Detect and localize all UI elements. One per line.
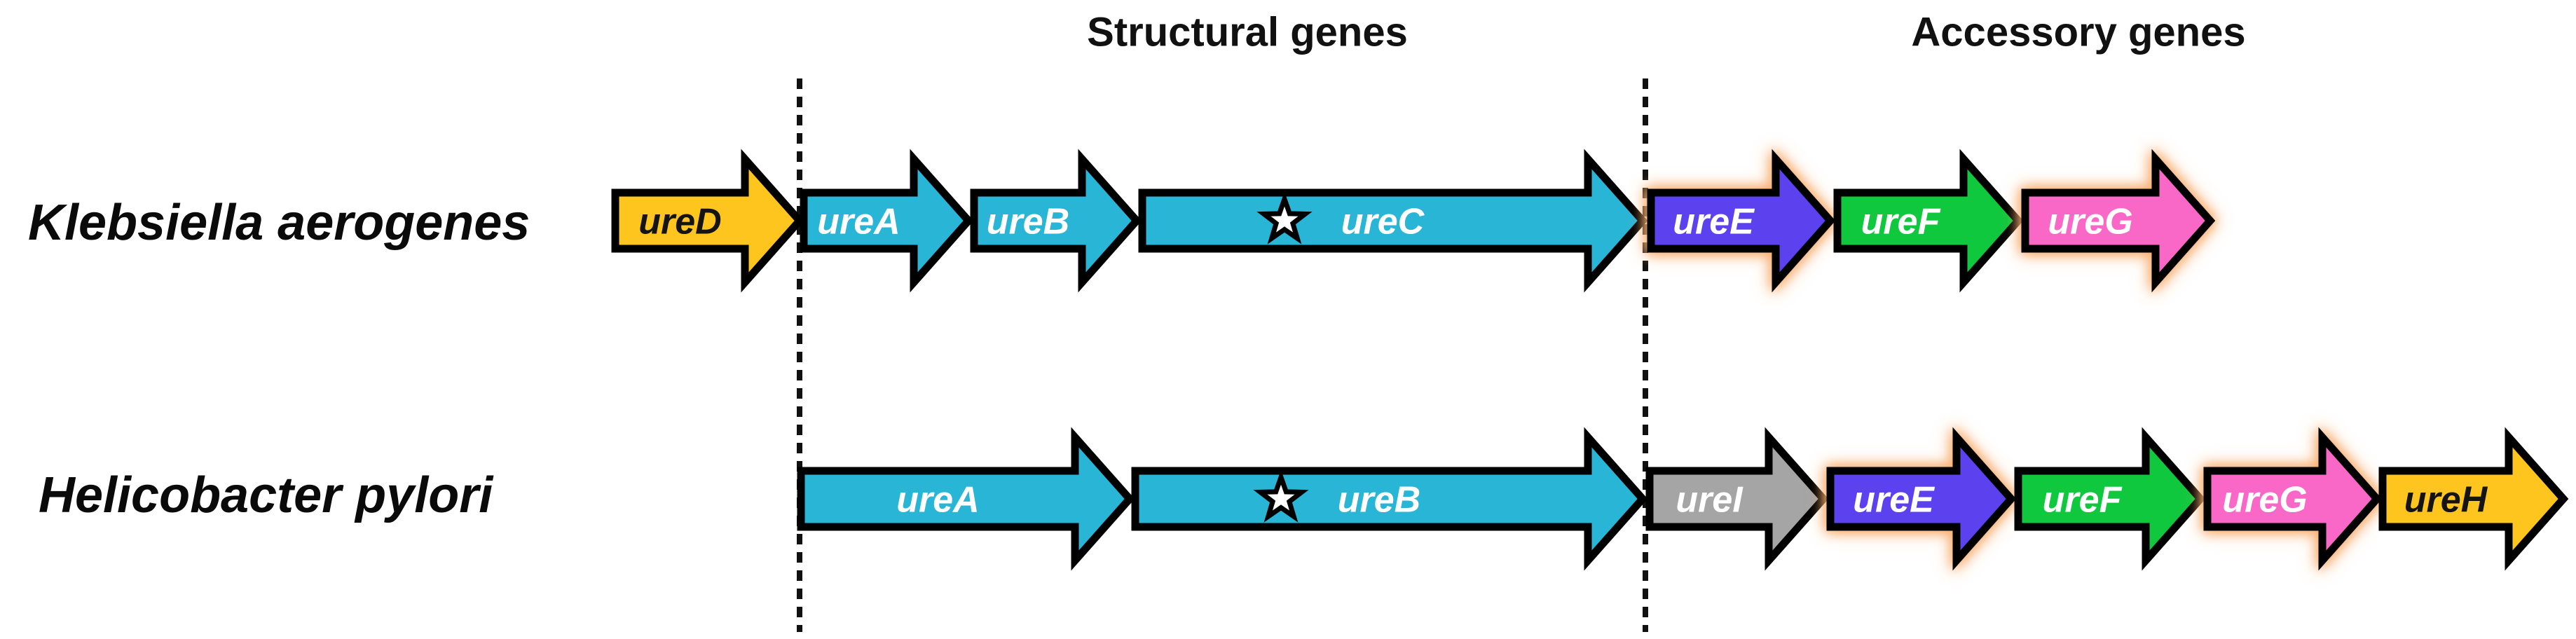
gene-label-ureG: ureG — [2048, 202, 2132, 242]
gene-arrow-ureF — [1833, 149, 2024, 293]
gene-arrow-ureD — [611, 149, 805, 293]
section-title-accessory-genes: Accessory genes — [1911, 9, 2246, 55]
gene-label-ureE: ureE — [1673, 202, 1755, 242]
gene-arrow-ureC — [1138, 149, 1648, 293]
gene-arrow-ureH — [2378, 427, 2569, 571]
gene-arrow-ureB — [970, 149, 1142, 293]
gene-label-ureC: ureC — [1341, 202, 1425, 242]
gene-label-ureA: ureA — [817, 202, 900, 242]
gene-arrow-ureA — [797, 427, 1135, 571]
star-icon — [1253, 469, 1309, 523]
gene-arrow-ureI — [1645, 427, 1829, 571]
gene-arrow-ureB — [1131, 427, 1648, 571]
gene-label-ureI: ureI — [1676, 480, 1743, 521]
star-icon — [1256, 191, 1313, 245]
gene-label-ureF: ureF — [1861, 202, 1941, 242]
species-label-helicobacter-pylori: Helicobacter pylori — [39, 467, 493, 523]
gene-arrow-ureG — [2203, 427, 2383, 571]
gene-arrow-ureE — [1826, 427, 2017, 571]
section-title-structural-genes: Structural genes — [1087, 9, 1408, 55]
gene-arrow-ureF — [2014, 427, 2206, 571]
gene-arrow-ureA — [800, 149, 974, 293]
gene-label-ureB: ureB — [1338, 480, 1420, 521]
gene-label-ureA: ureA — [896, 480, 979, 521]
gene-label-ureH: ureH — [2404, 480, 2488, 521]
gene-arrow-ureE — [1647, 149, 1836, 293]
gene-label-ureD: ureD — [638, 202, 721, 242]
gene-arrow-ureG — [2021, 149, 2216, 293]
gene-label-ureB: ureB — [987, 202, 1069, 242]
species-label-klebsiella-aerogenes: Klebsiella aerogenes — [28, 195, 530, 251]
gene-label-ureF: ureF — [2043, 480, 2123, 521]
gene-label-ureG: ureG — [2222, 480, 2307, 521]
gene-label-ureE: ureE — [1853, 480, 1935, 521]
